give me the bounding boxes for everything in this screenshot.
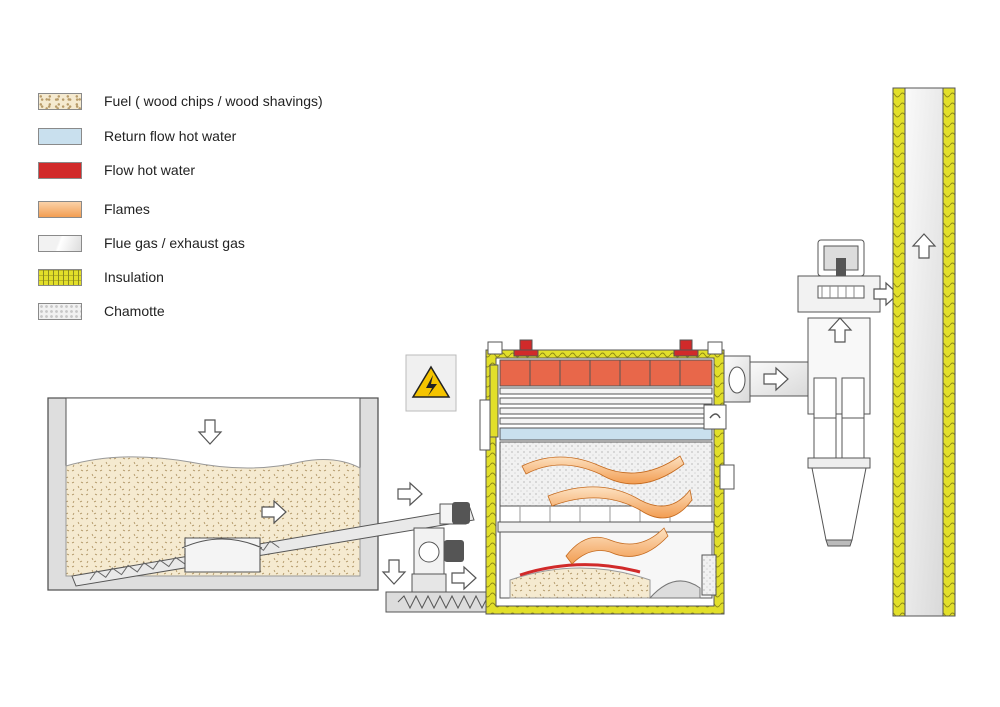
cyclone-separator [807, 317, 871, 547]
legend-label-fuel: Fuel ( wood chips / wood shavings) [104, 93, 323, 109]
inclined-feed-screw [71, 502, 475, 587]
flue-swatch [38, 234, 82, 252]
legend-label-return: Return flow hot water [104, 128, 237, 144]
induced-draft-fan [797, 239, 899, 313]
legend-item-flow: Flow hot water [38, 159, 195, 181]
legend-item-return: Return flow hot water [38, 125, 236, 147]
legend-label-insulation: Insulation [104, 269, 164, 285]
insulation-swatch [38, 268, 82, 286]
flames-swatch [38, 200, 82, 218]
legend-item-insulation: Insulation [38, 266, 164, 288]
legend-item-fuel: Fuel ( wood chips / wood shavings) [38, 90, 323, 112]
flue-duct [723, 355, 809, 403]
legend-item-flue: Flue gas / exhaust gas [38, 232, 245, 254]
legend-label-flames: Flames [104, 201, 150, 217]
flames [521, 455, 693, 565]
legend-item-flames: Flames [38, 198, 150, 220]
boiler [479, 339, 735, 615]
feed-arrow-icon [451, 566, 477, 590]
legend-label-flue: Flue gas / exhaust gas [104, 235, 245, 251]
legend-label-chamotte: Chamotte [104, 303, 165, 319]
rotary-valve [411, 527, 464, 593]
chimney [892, 87, 956, 617]
return-swatch [38, 127, 82, 145]
flow-swatch [38, 161, 82, 179]
legend-item-chamotte: Chamotte [38, 300, 165, 322]
legend-label-flow: Flow hot water [104, 162, 196, 178]
fuel-transfer-arrow-icon [397, 482, 423, 506]
fuel-swatch [38, 92, 82, 110]
chamotte-swatch [38, 302, 82, 320]
fuel-drop-arrow-icon [382, 559, 406, 585]
high-voltage-warning-icon [405, 354, 457, 412]
